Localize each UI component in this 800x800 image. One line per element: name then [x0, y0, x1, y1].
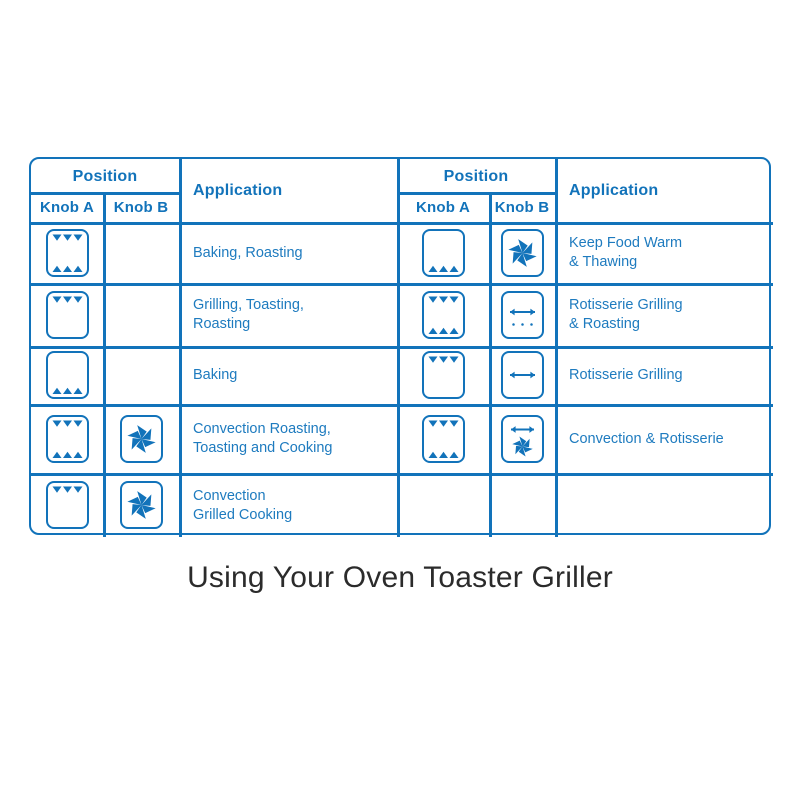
left-row1-knob-a-element-top-and-bottom-icon [45, 228, 89, 277]
table-horizontal-rule [31, 404, 773, 407]
header-application-left: Application [193, 182, 283, 199]
left-row1-application-text: Baking, Roasting [193, 244, 303, 261]
table-horizontal-rule [31, 346, 773, 349]
table-vertical-rule [103, 192, 106, 537]
table-horizontal-rule [31, 473, 773, 476]
table-horizontal-rule [31, 283, 773, 286]
table-grid-lines [31, 159, 773, 537]
header-knob-b-right: Knob B [494, 199, 550, 216]
right-row3-knob-b-rotisserie-icon [500, 351, 544, 399]
right-row4-knob-a-element-top-and-bottom-icon [421, 414, 465, 463]
header-knob-a-left: Knob A [40, 199, 94, 216]
right-row4-application-text: Convection & Rotisserie [569, 430, 724, 447]
header-position-right: Position [443, 168, 509, 185]
left-row2-application-text: Grilling, Toasting, Roasting [193, 297, 304, 332]
left-row3-knob-a-element-bottom-icon [45, 351, 89, 399]
header-knob-b-left: Knob B [113, 199, 169, 216]
right-row4-knob-b-rotisserie-fan-icon [500, 414, 544, 463]
left-row2-knob-a-element-top-icon [45, 290, 89, 339]
table-vertical-rule [555, 159, 558, 537]
left-row5-knob-a-element-top-icon [45, 481, 89, 529]
table-vertical-rule [489, 192, 492, 537]
right-row3-application-text: Rotisserie Grilling [569, 367, 683, 383]
right-row1-application-text: Keep Food Warm & Thawing [569, 235, 683, 270]
header-knob-a-right: Knob A [416, 199, 470, 216]
left-row5-knob-b-fan-icon [119, 481, 163, 529]
left-row3-application-text: Baking [193, 367, 238, 383]
right-row2-knob-a-element-top-and-bottom-icon [421, 290, 465, 339]
header-position-left: Position [72, 168, 138, 185]
table-vertical-rule [397, 159, 400, 537]
left-row4-knob-b-fan-icon [119, 414, 163, 463]
right-row1-knob-a-element-bottom-icon [421, 228, 465, 277]
left-row4-knob-a-element-top-and-bottom-icon [45, 414, 89, 463]
right-row3-knob-a-element-top-icon [421, 351, 465, 399]
table-vertical-rule [179, 159, 182, 537]
right-row2-knob-b-rotisserie-dots-icon [500, 290, 544, 339]
page-title: Using Your Oven Toaster Griller [187, 561, 613, 594]
right-row1-knob-b-fan-icon [500, 228, 544, 277]
table-horizontal-rule [31, 222, 773, 225]
header-application-right: Application [569, 182, 659, 199]
table-horizontal-rule [397, 192, 555, 195]
left-row4-application-text: Convection Roasting, Toasting and Cookin… [193, 421, 333, 456]
left-row5-application-text: Convection Grilled Cooking [193, 487, 293, 523]
right-row2-application-text: Rotisserie Grilling & Roasting [569, 297, 683, 332]
